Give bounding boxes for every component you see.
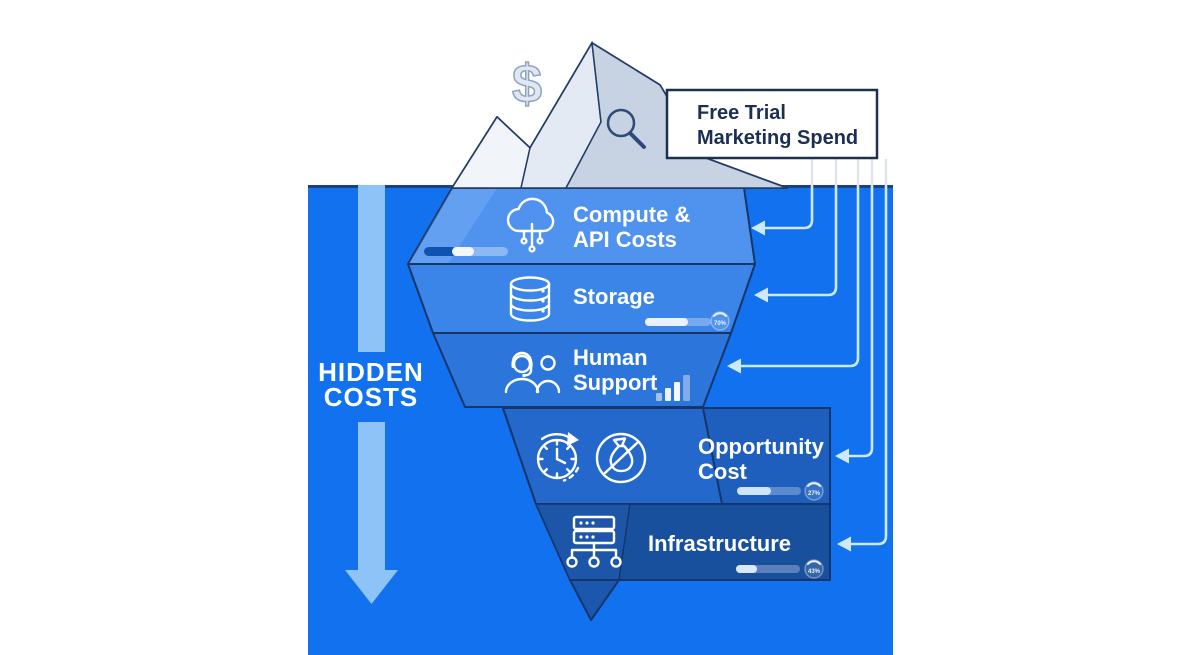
arrow-shaft-bottom: [358, 422, 385, 570]
mini-bar-chart-icon: [656, 375, 690, 401]
surface-label-line2: Marketing Spend: [697, 127, 858, 149]
label-box-frame: [665, 88, 879, 160]
connector-stubs: [810, 159, 888, 186]
connector-storage: [767, 186, 838, 297]
opportunity-gauge-badge: 27%: [804, 481, 824, 501]
arrow-left-icon: [837, 536, 851, 552]
opportunity-label-line2: Cost: [698, 459, 748, 484]
compute-progress-bar: [424, 247, 508, 256]
infrastructure-progress-bar: [736, 565, 800, 573]
server-network-icon: [566, 515, 622, 568]
svg-text:43%: 43%: [808, 569, 821, 575]
magnifier-icon: [606, 108, 646, 149]
surface-label-line1: Free Trial: [697, 102, 786, 124]
surface-label-box: Free Trial Marketing Spend: [665, 88, 879, 160]
hidden-costs-label-line2: COSTS: [324, 382, 419, 412]
layer-compute-facet: [408, 188, 497, 264]
connector-lines: [727, 186, 888, 552]
connector-opportunity: [848, 186, 874, 458]
connector-compute: [764, 186, 814, 230]
support-headset-icon: [504, 351, 561, 394]
infrastructure-gauge-badge: 43%: [804, 559, 824, 579]
storage-gauge-badge: 70%: [710, 311, 730, 331]
arrow-shaft-top: [358, 185, 385, 352]
opportunity-label-line1: Opportunity: [698, 434, 825, 459]
compute-label-line1: Compute &: [573, 202, 690, 227]
iceberg-bottom-tip: [569, 579, 620, 621]
clock-refresh-icon: [536, 432, 580, 482]
hidden-costs-label-line1: HIDDEN: [318, 357, 424, 387]
arrow-left-icon: [751, 220, 765, 236]
storage-progress-bar: [645, 318, 711, 326]
arrow-left-icon: [835, 448, 849, 464]
human-support-label-line2: Support: [573, 370, 658, 395]
database-icon: [509, 276, 551, 322]
opportunity-progress-bar: [737, 487, 801, 495]
connector-human-support: [740, 186, 860, 368]
no-money-icon: [595, 432, 647, 484]
arrow-left-icon: [727, 358, 741, 374]
infrastructure-label: Infrastructure: [648, 531, 791, 556]
arrow-head-down-icon: [345, 570, 398, 604]
compute-label-line2: API Costs: [573, 227, 677, 252]
svg-text:27%: 27%: [808, 491, 821, 497]
hidden-costs-arrow: HIDDEN COSTS: [318, 185, 424, 604]
storage-label: Storage: [573, 284, 655, 309]
cloud-circuit-icon: [506, 197, 555, 253]
svg-text:70%: 70%: [714, 321, 727, 327]
arrow-left-icon: [754, 287, 768, 303]
connector-infrastructure: [850, 186, 888, 546]
dollar-icon: $: [512, 54, 542, 114]
human-support-label-line1: Human: [573, 345, 648, 370]
